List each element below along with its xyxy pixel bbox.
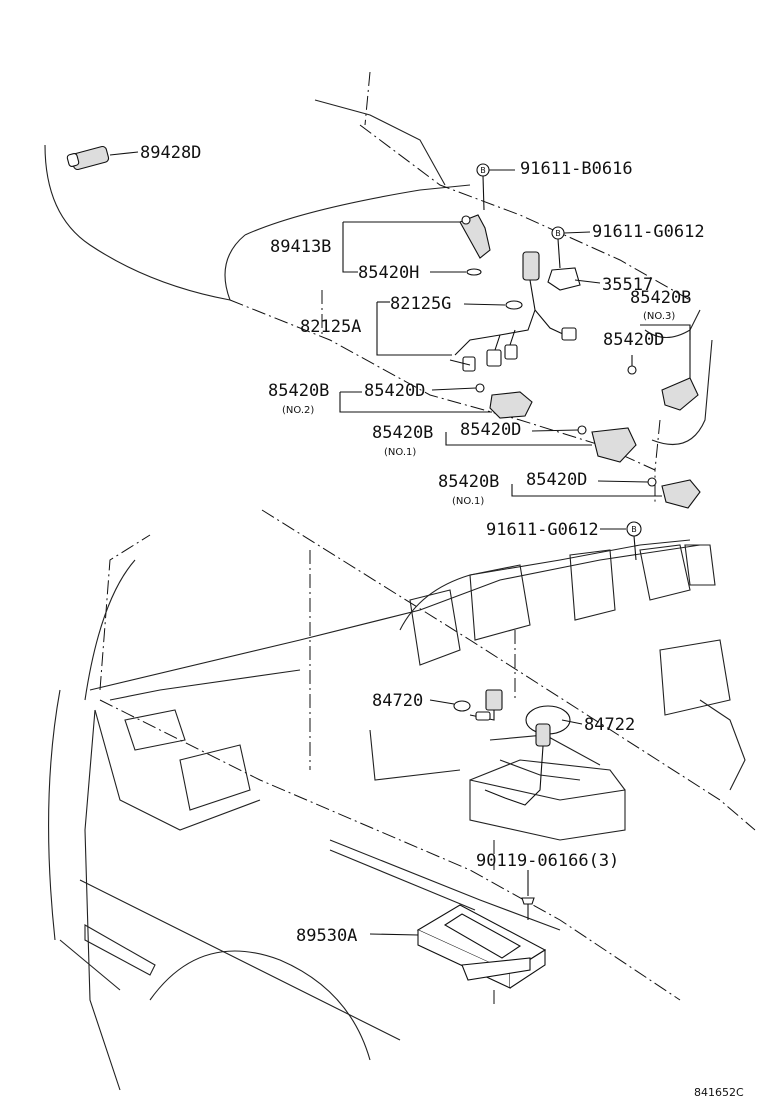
label-91611-B0616: 91611-B0616 bbox=[520, 159, 633, 179]
svg-text:B: B bbox=[480, 166, 486, 175]
bolt-marker-91611-G0612-b: B bbox=[626, 521, 642, 537]
part-85420D-plug-no3 bbox=[627, 365, 637, 375]
label-85420B-no3: 85420B bbox=[630, 288, 691, 308]
svg-text:B: B bbox=[555, 229, 561, 238]
label-85420H: 85420H bbox=[358, 263, 419, 283]
part-84720-switch bbox=[453, 689, 503, 721]
part-labels: 89428D 91611-B0616 89413B 91611-G0612 85… bbox=[140, 143, 744, 1099]
label-89530A: 89530A bbox=[296, 926, 357, 946]
label-85420D-no1b: 85420D bbox=[526, 470, 587, 490]
label-85420D-no3: 85420D bbox=[603, 330, 664, 350]
part-85420H-plug bbox=[466, 268, 482, 276]
bolt-marker-91611-G0612-a: B bbox=[551, 226, 565, 240]
label-90119-06166: 90119-06166(3) bbox=[476, 851, 619, 871]
part-90119-bolt bbox=[521, 897, 535, 920]
part-89428D-drawing bbox=[66, 145, 110, 171]
part-85420B-sensor-no1a bbox=[591, 427, 637, 463]
vehicle-body-lower bbox=[48, 509, 756, 1091]
label-no1a: (NO.1) bbox=[384, 447, 416, 458]
part-85420B-sensor-no2 bbox=[489, 391, 533, 419]
label-85420B-no2: 85420B bbox=[268, 381, 329, 401]
label-89413B: 89413B bbox=[270, 237, 331, 257]
part-85420D-plug-no1a bbox=[577, 425, 587, 435]
part-89530A-ecu bbox=[416, 904, 547, 989]
label-91611-G0612-b: 91611-G0612 bbox=[486, 520, 599, 540]
label-no1b: (NO.1) bbox=[452, 496, 484, 507]
part-85420D-plug-no1b bbox=[647, 477, 657, 487]
bolt-marker-91611-B0616: B bbox=[476, 163, 490, 177]
part-35517-bracket bbox=[547, 267, 581, 291]
reference-code: 841652C bbox=[694, 1086, 744, 1099]
part-85420B-sensor-no3 bbox=[661, 330, 699, 411]
label-no3: (NO.3) bbox=[643, 311, 675, 322]
label-84722: 84722 bbox=[584, 715, 635, 735]
label-85420D-no1a: 85420D bbox=[460, 420, 521, 440]
label-82125A: 82125A bbox=[300, 317, 361, 337]
label-85420B-no1a: 85420B bbox=[372, 423, 433, 443]
label-no2: (NO.2) bbox=[282, 405, 314, 416]
part-82125G-grommet bbox=[505, 300, 523, 310]
label-84720: 84720 bbox=[372, 691, 423, 711]
vehicle-body-top bbox=[44, 71, 713, 505]
part-82125A-harness bbox=[449, 251, 577, 372]
label-85420D-no2: 85420D bbox=[364, 381, 425, 401]
part-85420B-sensor-no1b bbox=[661, 479, 701, 509]
label-82125G: 82125G bbox=[390, 294, 451, 314]
part-84722-shift-lever bbox=[484, 705, 571, 806]
leader-lines bbox=[109, 151, 691, 1005]
part-85420D-plug-no2 bbox=[475, 383, 485, 393]
svg-text:B: B bbox=[631, 525, 637, 534]
label-91611-G0612-a: 91611-G0612 bbox=[592, 222, 705, 242]
label-85420B-no1b: 85420B bbox=[438, 472, 499, 492]
label-89428D: 89428D bbox=[140, 143, 201, 163]
part-89413B-sensor bbox=[459, 214, 491, 259]
label-35517: 35517 bbox=[602, 275, 653, 295]
